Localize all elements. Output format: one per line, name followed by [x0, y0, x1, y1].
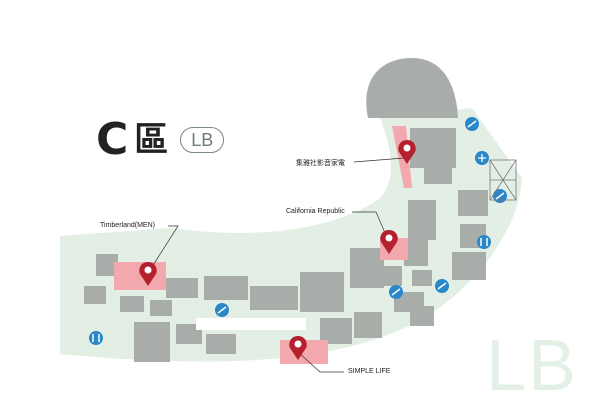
pin-simple-life[interactable] — [289, 336, 307, 360]
restroom-icon — [89, 331, 103, 345]
escalator-icon — [493, 189, 507, 203]
escalator-icon — [215, 303, 229, 317]
store-blocks — [84, 128, 488, 362]
stairs-icon — [489, 159, 517, 201]
restroom-icon — [477, 235, 491, 249]
store-timberland — [114, 262, 166, 290]
elevator-icon — [475, 151, 489, 165]
floor-watermark: LB — [486, 326, 579, 406]
zone-char: 區 — [134, 120, 169, 160]
zone-letter: C — [96, 114, 129, 165]
store-label-california[interactable]: California Republic — [286, 208, 345, 215]
zone-title: C 區 LB — [96, 114, 225, 165]
pin-california[interactable] — [380, 230, 398, 254]
highlighted-stores — [114, 126, 412, 364]
store-label-simple-life[interactable]: SIMPLE LIFE — [348, 368, 391, 375]
escalator-icon — [389, 285, 403, 299]
amenity-icons — [89, 117, 507, 345]
pin-jiya[interactable] — [398, 140, 416, 164]
escalator-icon — [435, 279, 449, 293]
corridor — [196, 318, 306, 330]
parking-block — [366, 58, 458, 118]
map-pins — [139, 140, 416, 360]
store-label-timberland[interactable]: Timberland(MEN) — [100, 222, 155, 229]
floor-badge: LB — [180, 127, 225, 153]
leader-lines — [149, 157, 405, 373]
escalator-icon — [465, 117, 479, 131]
store-label-jiya[interactable]: 集雅社影音家電 — [296, 160, 345, 167]
pin-timberland[interactable] — [139, 262, 157, 286]
